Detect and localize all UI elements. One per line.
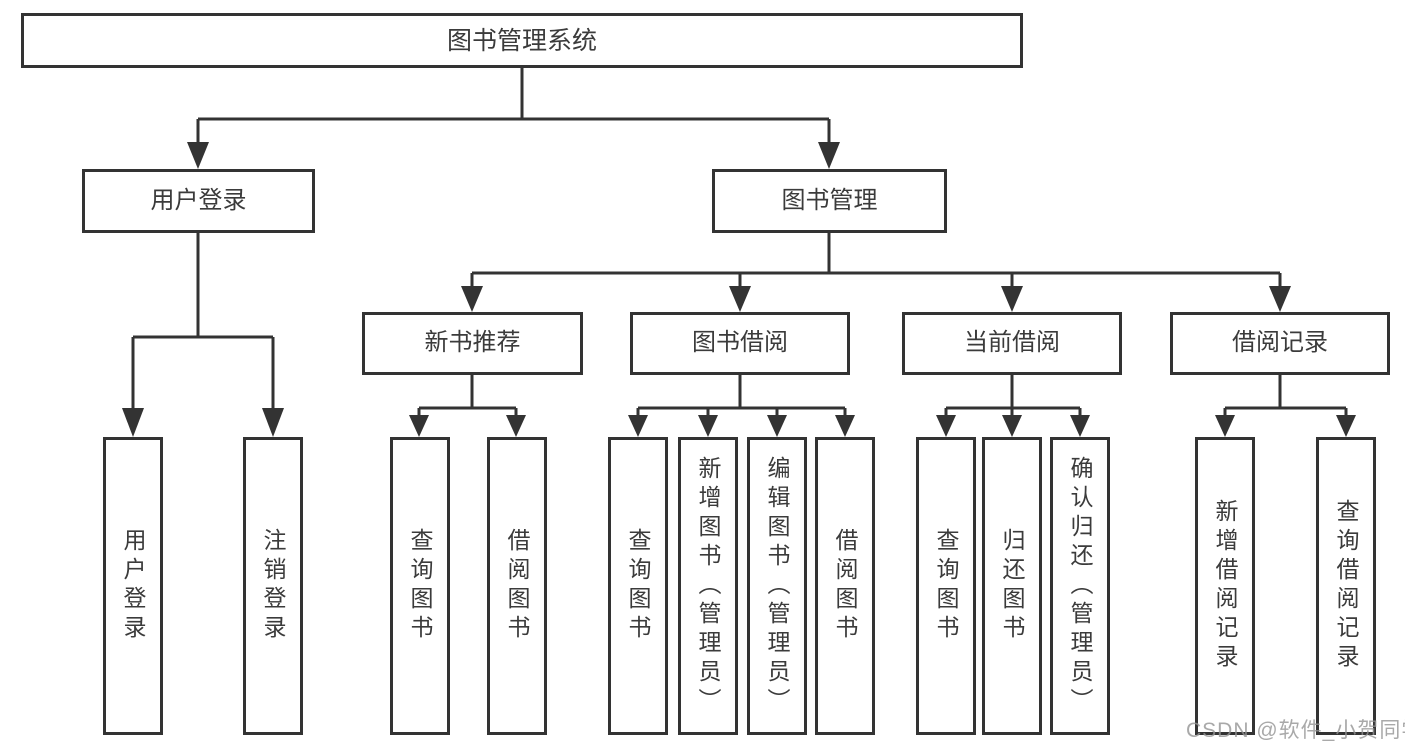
leaf-query-borrow-record: 查询借阅记录 (1316, 437, 1376, 735)
leaf-user-login: 用户登录 (103, 437, 163, 735)
leaf-add-borrow-record: 新增借阅记录 (1195, 437, 1255, 735)
node-new-book-recommendation: 新书推荐 (362, 312, 583, 375)
leaf-borrow-books-recommend: 借阅图书 (487, 437, 547, 735)
leaf-logout: 注销登录 (243, 437, 303, 735)
leaf-query-books-current: 查询图书 (916, 437, 976, 735)
leaf-add-book-admin: 新增图书（管理员） (678, 437, 738, 735)
leaf-borrow-books-borrowing: 借阅图书 (815, 437, 875, 735)
leaf-query-books-recommend: 查询图书 (390, 437, 450, 735)
watermark-csdn: CSDN @软件_小贺同学 (1186, 719, 1405, 742)
node-user-login: 用户登录 (82, 169, 315, 233)
node-borrowing-records: 借阅记录 (1170, 312, 1390, 375)
leaf-edit-book-admin: 编辑图书（管理员） (747, 437, 807, 735)
node-book-borrowing: 图书借阅 (630, 312, 850, 375)
node-book-management: 图书管理 (712, 169, 947, 233)
node-current-borrowing: 当前借阅 (902, 312, 1122, 375)
node-library-management-system: 图书管理系统 (21, 13, 1023, 68)
leaf-query-books-borrowing: 查询图书 (608, 437, 668, 735)
leaf-return-books: 归还图书 (982, 437, 1042, 735)
leaf-confirm-return-admin: 确认归还（管理员） (1050, 437, 1110, 735)
